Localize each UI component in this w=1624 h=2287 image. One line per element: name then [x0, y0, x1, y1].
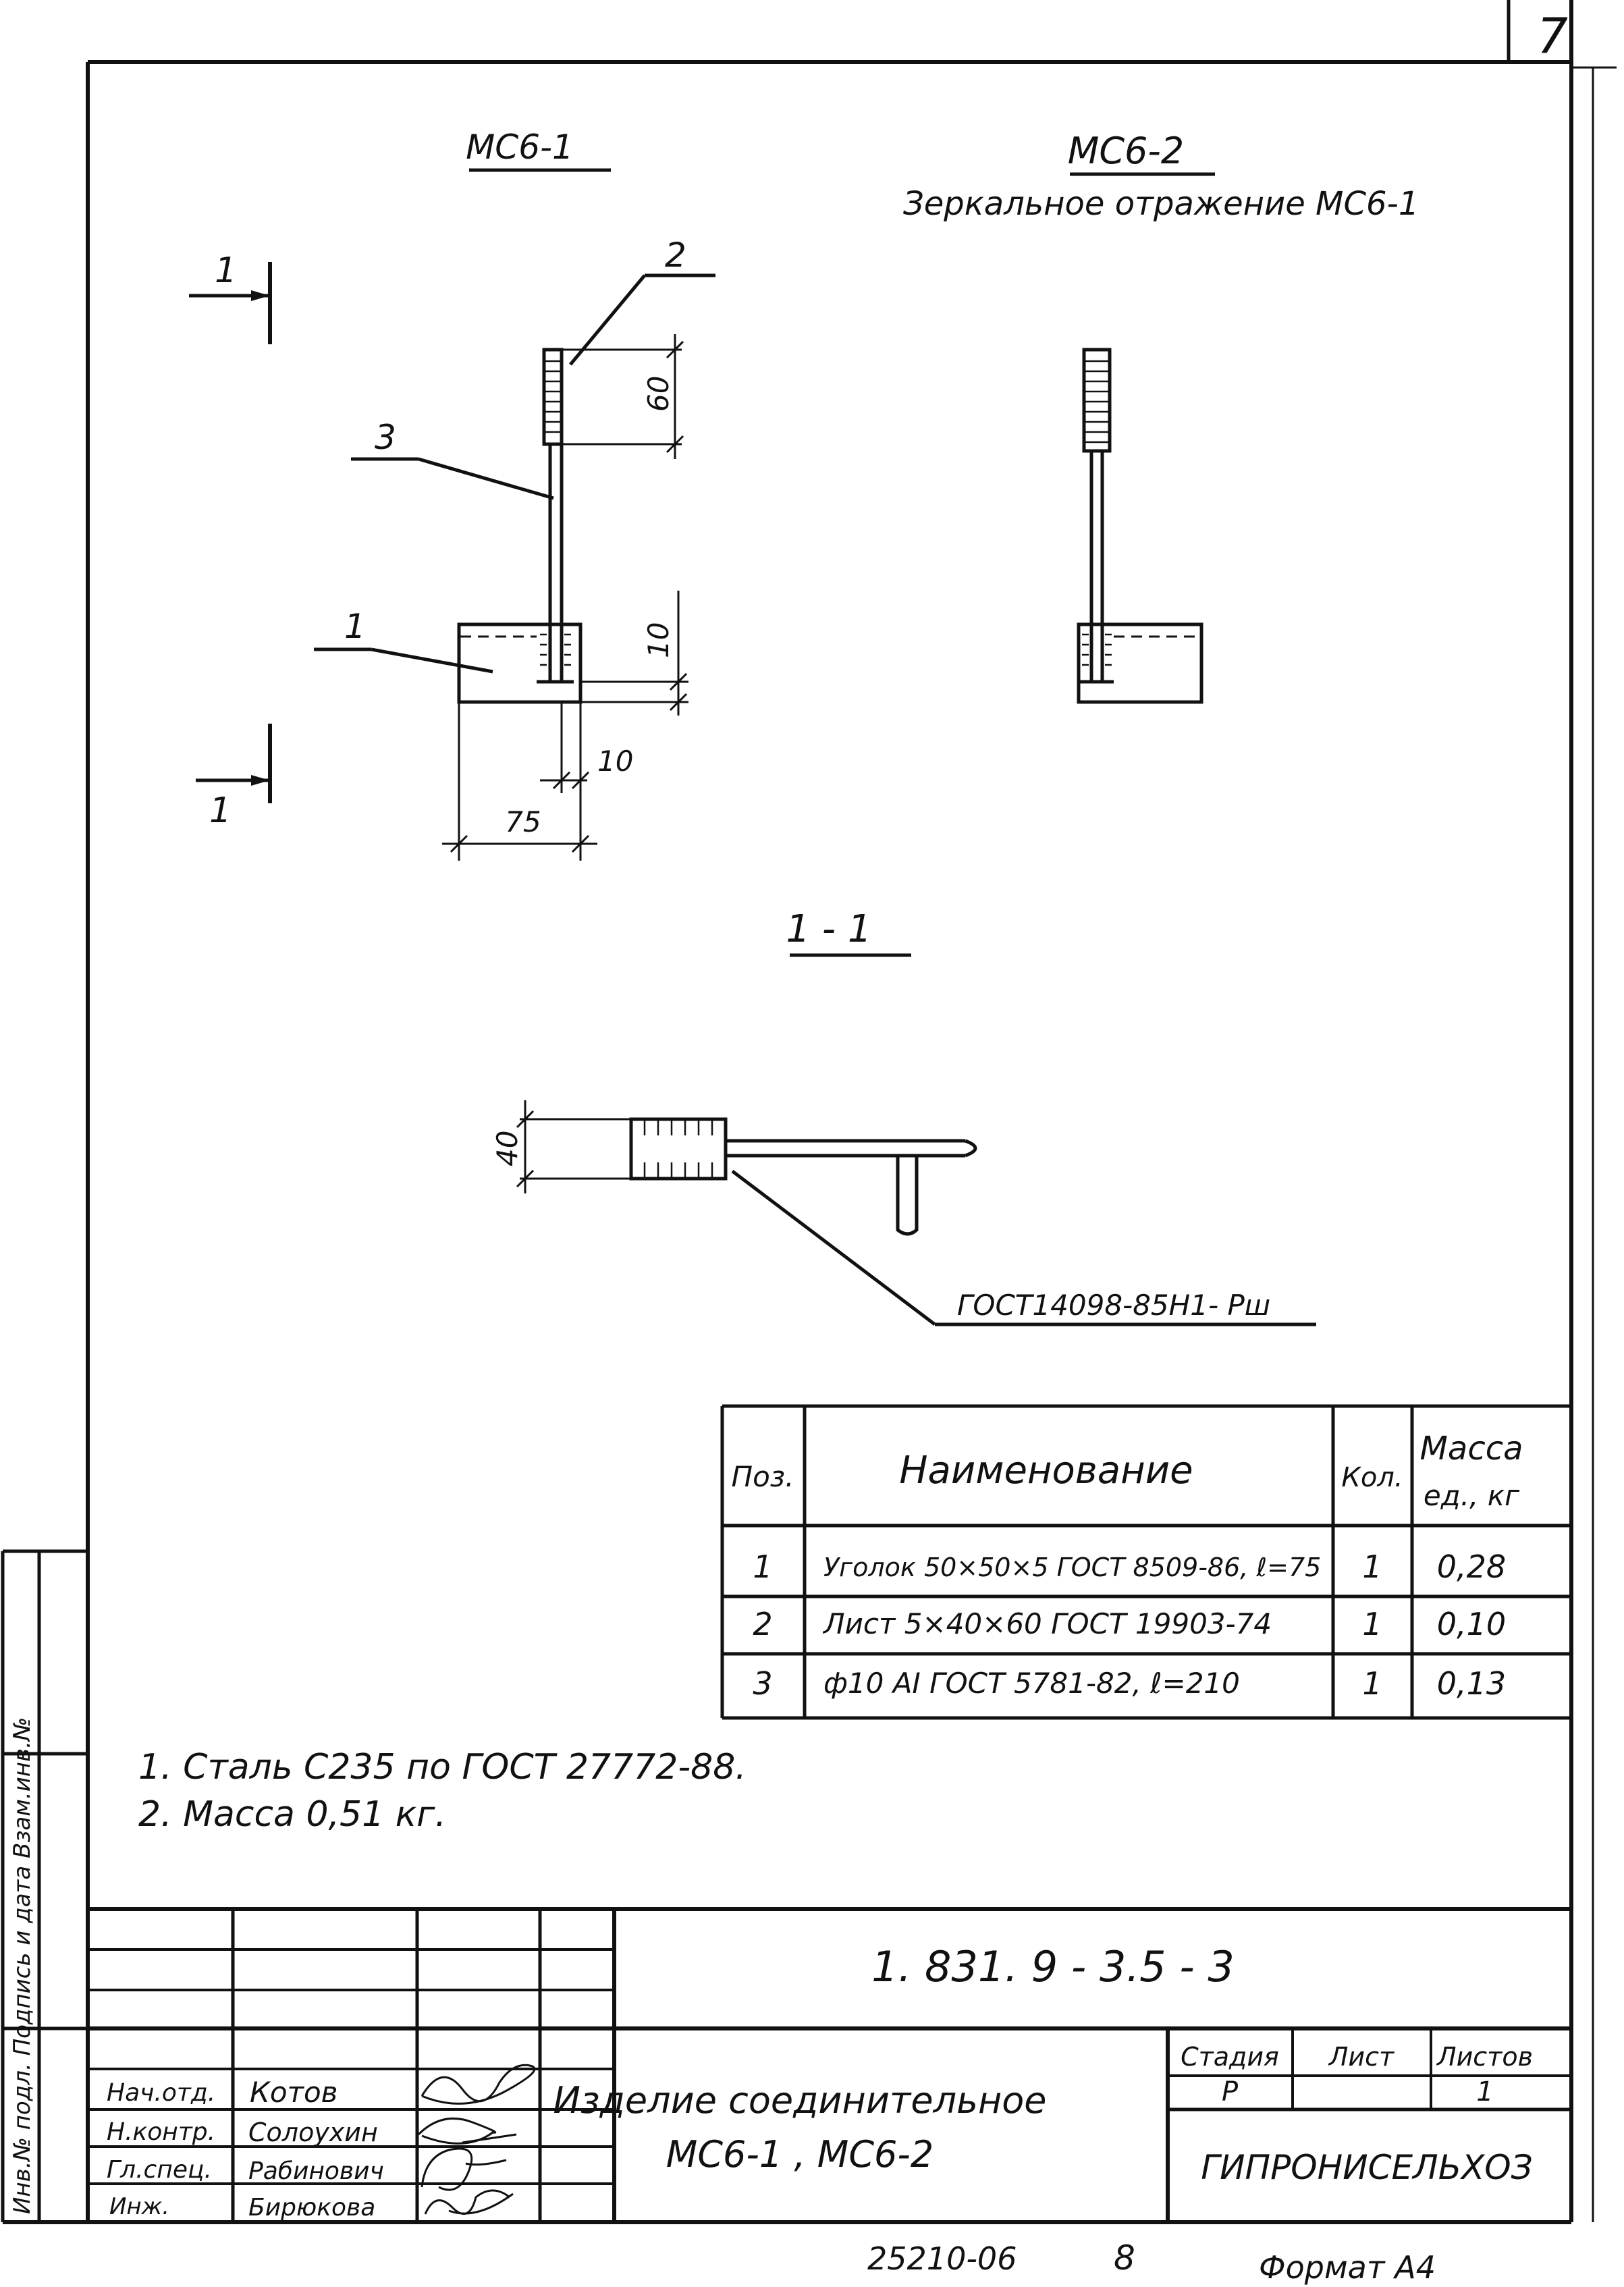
title-block: 1. 831. 9 - 3.5 - 3 Изделие соединительн… [88, 1907, 1571, 2222]
signature-1 [421, 2064, 536, 2105]
spec-row3-name: ф10 АI ГОСТ 5781-82, ℓ=210 [823, 1667, 1240, 1700]
note-2: 2. Масса 0,51 кг. [138, 1794, 446, 1835]
spec-row2-mass: 0,10 [1437, 1606, 1506, 1642]
footer-page: 8 [1114, 2238, 1135, 2278]
sheets-header: Листов [1436, 2042, 1533, 2072]
left-strip-text: Инв.№ подл. Подпись и дата Взам.инв.№ [9, 1717, 36, 2214]
view-msb1: МС6-1 1 1 [189, 128, 715, 861]
dim-rod-offset: 10 [597, 745, 633, 778]
spec-row3-qty: 1 [1362, 1665, 1382, 1702]
note-1: 1. Сталь С235 по ГОСТ 27772-88. [138, 1747, 747, 1787]
callout-2: 2 [665, 236, 686, 275]
drawing-frame [3, 0, 1617, 2224]
spec-row3-pos: 3 [753, 1665, 772, 1702]
notes: 1. Сталь С235 по ГОСТ 27772-88. 2. Масса… [138, 1747, 747, 1835]
title-line-2: МС6-1 , МС6-2 [666, 2133, 933, 2176]
format-label: Формат А4 [1259, 2249, 1436, 2286]
signer-role-2: Н.контр. [107, 2118, 215, 2146]
signer-role-1: Нач.отд. [107, 2079, 215, 2107]
section-mark-top: 1 [215, 250, 237, 291]
spec-header-mass-2: ед., кг [1424, 1479, 1520, 1512]
spec-row1-pos: 1 [753, 1549, 772, 1585]
stage-value: Р [1222, 2076, 1239, 2107]
spec-table: Поз. Наименование Кол. Масса ед., кг 1 У… [720, 1404, 1571, 1720]
spec-row3-mass: 0,13 [1437, 1665, 1506, 1702]
signature-4 [424, 2189, 514, 2215]
signer-role-4: Инж. [109, 2193, 169, 2220]
section-title: 1 - 1 [786, 907, 871, 951]
signer-name-1: Котов [250, 2076, 337, 2109]
dim-embed-depth: 10 [642, 622, 675, 658]
spec-row1-mass: 0,28 [1437, 1549, 1506, 1585]
msb2-subtitle: Зеркальное отражение МС6-1 [903, 185, 1419, 223]
spec-row2-qty: 1 [1362, 1606, 1382, 1642]
signature-2 [417, 2117, 517, 2145]
section-mark-bottom: 1 [209, 790, 232, 831]
sheet-number-box: 7 [1507, 0, 1568, 64]
signer-name-4: Бирюкова [248, 2194, 375, 2222]
callout-1: 1 [344, 607, 366, 646]
archive-number: 25210-06 [867, 2240, 1017, 2277]
signature-3 [421, 2147, 507, 2191]
spec-header-pos: Поз. [732, 1460, 794, 1493]
section-1-1: 1 - 1 40 ГОСТ14098-85Н1- Рш [491, 907, 1316, 1326]
footer: 25210-06 8 Формат А4 [867, 2238, 1436, 2286]
sheet-number: 7 [1537, 7, 1568, 64]
spec-row1-qty: 1 [1362, 1549, 1382, 1585]
signer-name-2: Солоухин [248, 2118, 378, 2147]
spec-row2-name: Лист 5×40×60 ГОСТ 19903-74 [822, 1607, 1272, 1640]
sheet-header: Лист [1328, 2042, 1395, 2072]
document-code: 1. 831. 9 - 3.5 - 3 [871, 1942, 1235, 1991]
dim-section-width: 40 [491, 1131, 524, 1166]
title-line-1: Изделие соединительное [553, 2079, 1046, 2122]
spec-header-name: Наименование [899, 1449, 1193, 1492]
spec-row1-name: Уголок 50×50×5 ГОСТ 8509-86, ℓ=75 [823, 1553, 1321, 1582]
gost-leader-label: ГОСТ14098-85Н1- Рш [957, 1289, 1270, 1322]
signer-name-3: Рабинович [248, 2157, 384, 2185]
spec-header-qty: Кол. [1341, 1462, 1403, 1493]
left-approval-strip: Инв.№ подл. Подпись и дата Взам.инв.№ [1, 1549, 88, 2222]
signer-role-3: Гл.спец. [107, 2156, 212, 2184]
msb1-title: МС6-1 [466, 128, 574, 167]
dim-angle-width: 75 [505, 805, 541, 838]
dim-plate-height: 60 [642, 376, 675, 412]
sheets-value: 1 [1476, 2076, 1493, 2107]
spec-row2-pos: 2 [753, 1606, 772, 1642]
msb2-title: МС6-2 [1068, 130, 1185, 172]
spec-header-mass-1: Масса [1419, 1430, 1523, 1468]
view-msb2: МС6-2 Зеркальное отражение МС6-1 [903, 130, 1419, 704]
callout-3: 3 [375, 418, 396, 457]
organization: ГИПРОНИСЕЛЬХОЗ [1201, 2148, 1532, 2187]
stage-header: Стадия [1181, 2042, 1279, 2072]
